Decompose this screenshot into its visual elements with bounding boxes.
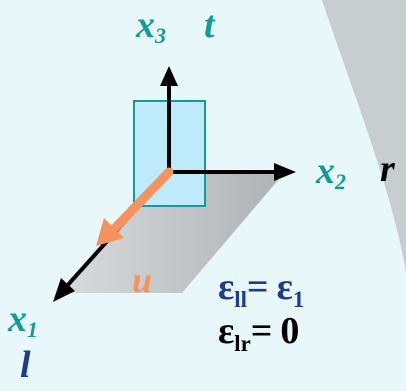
x3-arrowhead <box>160 66 178 86</box>
x3-axis-label: x3 <box>136 4 166 47</box>
equation-eps-ll: εll=ε1 <box>218 266 304 311</box>
x2-axis-label: x2 <box>316 150 346 193</box>
eq1-rhs-sub: 1 <box>292 286 305 312</box>
x1-arrowhead <box>53 278 75 302</box>
x3-var: x <box>136 4 155 46</box>
x1-sub: 1 <box>27 317 38 342</box>
x3-sub: 3 <box>155 23 166 48</box>
x2-sub: 2 <box>335 169 346 194</box>
displacement-arrowhead <box>96 218 124 246</box>
shadow-plane <box>62 172 285 293</box>
eq2-lhs-sub: lr <box>234 330 251 356</box>
x2-var: x <box>316 150 335 192</box>
displacement-arrow-shaft <box>109 167 174 234</box>
x1-var: x <box>8 298 27 340</box>
corner-shade <box>322 0 406 272</box>
x1-axis-label: x1 <box>8 298 38 341</box>
displacement-label: u <box>132 260 153 300</box>
eq2-rhs: 0 <box>280 310 300 352</box>
r-alias-label: r <box>380 148 395 190</box>
t-alias-label: t <box>204 4 215 46</box>
eq2-op: = <box>250 310 273 352</box>
x2-arrowhead <box>274 163 296 181</box>
eq2-lhs: ε <box>218 310 235 352</box>
eq1-rhs: ε <box>276 266 293 308</box>
eq1-op: = <box>246 266 269 308</box>
eq1-lhs-sub: ll <box>234 286 247 312</box>
equation-eps-lr: εlr=0 <box>218 310 300 355</box>
eq1-lhs: ε <box>218 266 235 308</box>
l-alias-label: l <box>20 344 31 386</box>
